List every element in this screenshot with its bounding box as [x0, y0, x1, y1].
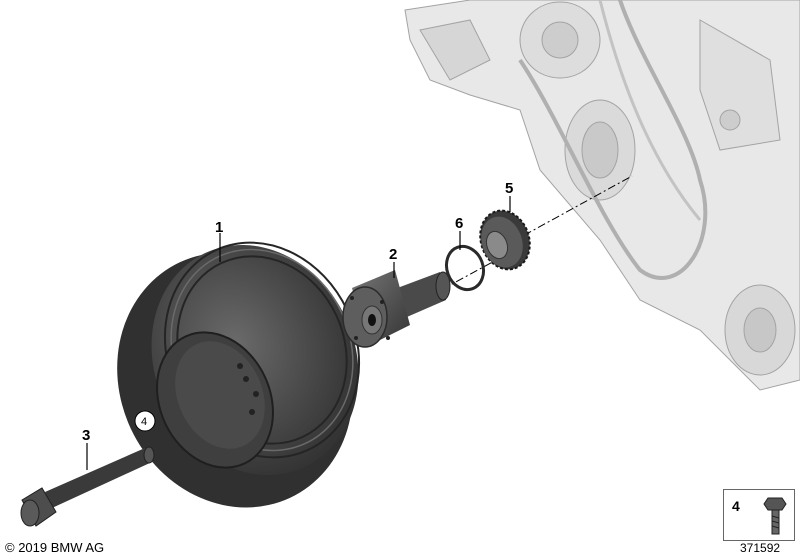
- callout-part-5: 5: [505, 180, 513, 197]
- circled-reference-4: 4: [134, 410, 156, 432]
- screw-icon: [763, 497, 787, 535]
- central-bolt: [20, 446, 155, 527]
- diagram-id: 371592: [740, 541, 781, 555]
- copyright-notice: © 2019 BMW AG: [5, 540, 105, 555]
- callout-part-6: 6: [455, 215, 463, 232]
- callout-part-3: 3: [82, 427, 90, 444]
- legend-box: 4: [723, 489, 795, 541]
- callout-part-2: 2: [389, 246, 397, 263]
- engine-block-ghost: [404, 0, 800, 391]
- hub: [342, 270, 451, 348]
- legend-item-number: 4: [732, 498, 740, 514]
- callout-part-1: 1: [215, 219, 223, 236]
- gear: [479, 209, 531, 271]
- vibration-damper-pulley: [117, 241, 361, 508]
- leader-lines: [86, 196, 511, 470]
- o-ring: [444, 244, 486, 292]
- circled-number-4: 4: [141, 416, 147, 428]
